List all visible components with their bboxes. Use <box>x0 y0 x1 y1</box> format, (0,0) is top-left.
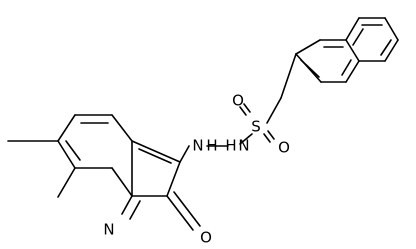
bond <box>179 145 190 163</box>
atom-o: O <box>278 139 290 157</box>
double-bond <box>380 39 392 56</box>
bond <box>280 53 297 99</box>
double-bond <box>352 28 364 46</box>
bond <box>121 195 133 215</box>
atom-o: O <box>200 229 212 247</box>
atom-h: H <box>206 137 217 155</box>
bond <box>243 103 251 113</box>
double-bond <box>129 200 141 220</box>
bond <box>267 130 275 140</box>
bond <box>263 133 271 143</box>
double-bond <box>173 191 201 227</box>
atom-n: N <box>192 137 203 155</box>
atom-h: H <box>225 137 236 155</box>
atom-n: N <box>103 221 114 239</box>
double-bond <box>65 140 81 161</box>
bond <box>384 17 399 41</box>
atom-o: O <box>232 92 244 110</box>
double-bond <box>138 148 172 164</box>
naphthalene-rings <box>295 17 399 83</box>
bond <box>111 114 133 142</box>
bond <box>111 167 133 197</box>
bond <box>57 114 76 142</box>
bond <box>131 140 181 163</box>
bond <box>345 17 360 41</box>
bond <box>57 140 76 169</box>
atom-s: S <box>251 118 261 136</box>
atom-n: N <box>238 137 249 155</box>
bond <box>345 39 360 62</box>
sulfonyl-hydrazide <box>179 53 297 163</box>
bond <box>239 106 247 116</box>
indol-2-one-core <box>7 114 201 231</box>
bond <box>239 133 253 145</box>
bond <box>295 39 321 55</box>
bond <box>345 60 360 83</box>
methyl-bond <box>57 167 76 198</box>
bond <box>166 195 194 231</box>
bond <box>384 39 399 62</box>
bond <box>266 97 282 124</box>
double-bond <box>300 59 320 78</box>
double-bond <box>341 59 352 76</box>
bond <box>166 161 181 197</box>
